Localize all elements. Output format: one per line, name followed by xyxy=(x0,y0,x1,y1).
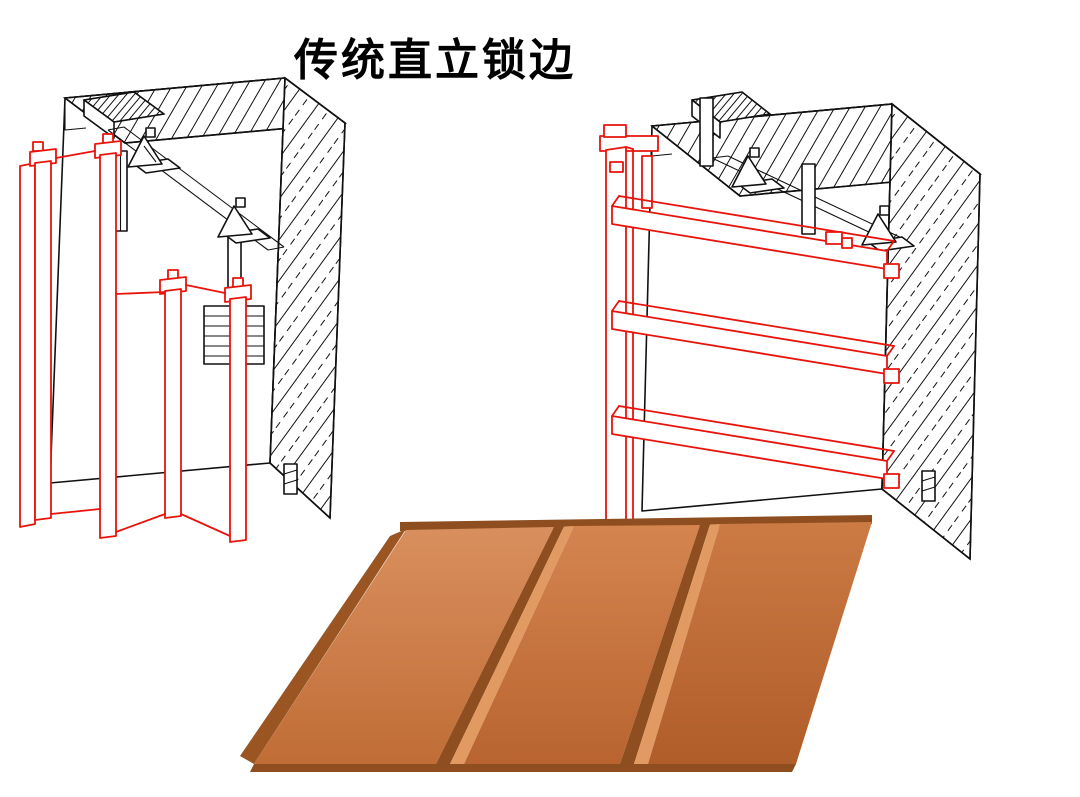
seam-post xyxy=(801,163,816,235)
standing-seam-panel-render xyxy=(240,515,872,772)
fixing-clip xyxy=(731,147,785,194)
seam-rib xyxy=(34,160,52,521)
panel-pan xyxy=(254,527,554,764)
purlin-and-clips xyxy=(64,91,298,495)
seam-rib xyxy=(229,296,247,543)
wall-slab xyxy=(641,102,983,561)
panel-pan xyxy=(648,522,872,764)
panel-left-upstand xyxy=(240,529,406,764)
seam-rib-highlight xyxy=(450,526,574,764)
standing-seam-panels-red xyxy=(19,133,252,543)
panel-top-cut-edge xyxy=(400,515,872,531)
seam-post xyxy=(699,97,714,167)
top-flashing xyxy=(599,135,659,152)
seam-rib xyxy=(164,288,182,519)
edge-bracket xyxy=(921,470,936,502)
purlin-front xyxy=(83,99,115,139)
seam-rib-highlight xyxy=(634,524,720,764)
rail xyxy=(611,300,900,384)
fixing-clip xyxy=(127,127,181,174)
seam-rib-shadow xyxy=(620,524,710,764)
page-title: 传统直立锁边 xyxy=(294,35,576,86)
horizontal-rails-red xyxy=(599,124,900,538)
panel-left-edge xyxy=(19,162,36,528)
fixing-clip xyxy=(217,197,271,244)
panel-pan xyxy=(464,525,700,764)
seam-rib-shadow xyxy=(436,526,564,764)
right-assembly-drawing xyxy=(599,91,983,561)
left-assembly-drawing xyxy=(19,76,348,543)
rail xyxy=(611,405,900,489)
edge-channel xyxy=(605,146,627,538)
edge-bracket xyxy=(283,463,298,495)
rail xyxy=(611,195,900,279)
panel-bottom-edge xyxy=(250,764,796,772)
seam-rib xyxy=(99,152,117,539)
